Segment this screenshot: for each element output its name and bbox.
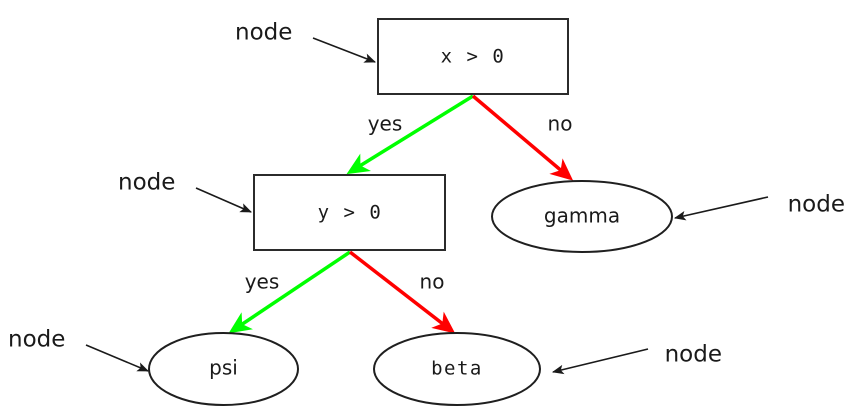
- node-psi-ellipse[interactable]: [148, 332, 299, 406]
- node-psi-label: psi: [209, 356, 238, 380]
- edge-root-yes: yes: [346, 94, 474, 175]
- edge-decision2-no-label: no: [420, 270, 445, 294]
- edge-decision2-yes-line: [228, 250, 351, 334]
- edge-root-no-label: no: [548, 112, 573, 136]
- node-decision2[interactable]: y > 0: [253, 174, 446, 251]
- annotation-decision2-label: node: [118, 170, 175, 196]
- edge-decision2-no: no: [348, 250, 456, 334]
- annotation-psi-pointer: [85, 344, 149, 372]
- edge-decision2-yes-label: yes: [245, 270, 280, 294]
- annotation-beta-pointer: [551, 348, 649, 375]
- edge-decision2-no-line: [348, 250, 456, 334]
- edge-decision2-yes: yes: [228, 250, 351, 334]
- node-root-box[interactable]: [377, 18, 569, 95]
- node-psi[interactable]: psi: [148, 332, 299, 406]
- node-root[interactable]: x > 0: [377, 18, 569, 95]
- annotation-decision2: node: [118, 170, 252, 213]
- annotation-root-pointer: [312, 37, 376, 63]
- node-gamma-label: gamma: [544, 204, 620, 228]
- annotation-root: node: [235, 20, 376, 63]
- annotation-psi: node: [8, 327, 149, 372]
- node-root-label: x > 0: [441, 46, 506, 68]
- node-gamma[interactable]: gamma: [491, 180, 673, 253]
- node-decision2-box[interactable]: [253, 174, 446, 251]
- edge-root-no-line: [471, 94, 574, 181]
- annotation-psi-label: node: [8, 327, 65, 353]
- nodes-layer: x > 0 y > 0 gamma psi beta: [148, 18, 673, 406]
- node-beta[interactable]: beta: [373, 332, 541, 406]
- annotation-gamma: node: [673, 192, 845, 221]
- node-gamma-ellipse[interactable]: [491, 180, 673, 253]
- annotation-gamma-pointer: [673, 196, 769, 221]
- edges-layer: yes no yes no: [228, 94, 574, 334]
- annotations-layer: node node node node node: [8, 20, 845, 375]
- edge-root-no: no: [471, 94, 574, 181]
- edge-root-yes-line: [346, 94, 474, 175]
- annotation-beta: node: [551, 342, 722, 375]
- node-beta-ellipse[interactable]: [373, 332, 541, 406]
- annotation-gamma-label: node: [788, 192, 845, 218]
- node-decision2-label: y > 0: [318, 202, 383, 224]
- node-beta-label: beta: [431, 358, 483, 380]
- edge-root-yes-label: yes: [368, 112, 403, 136]
- annotation-decision2-pointer: [195, 187, 252, 213]
- annotation-root-label: node: [235, 20, 292, 46]
- annotation-beta-label: node: [665, 342, 722, 368]
